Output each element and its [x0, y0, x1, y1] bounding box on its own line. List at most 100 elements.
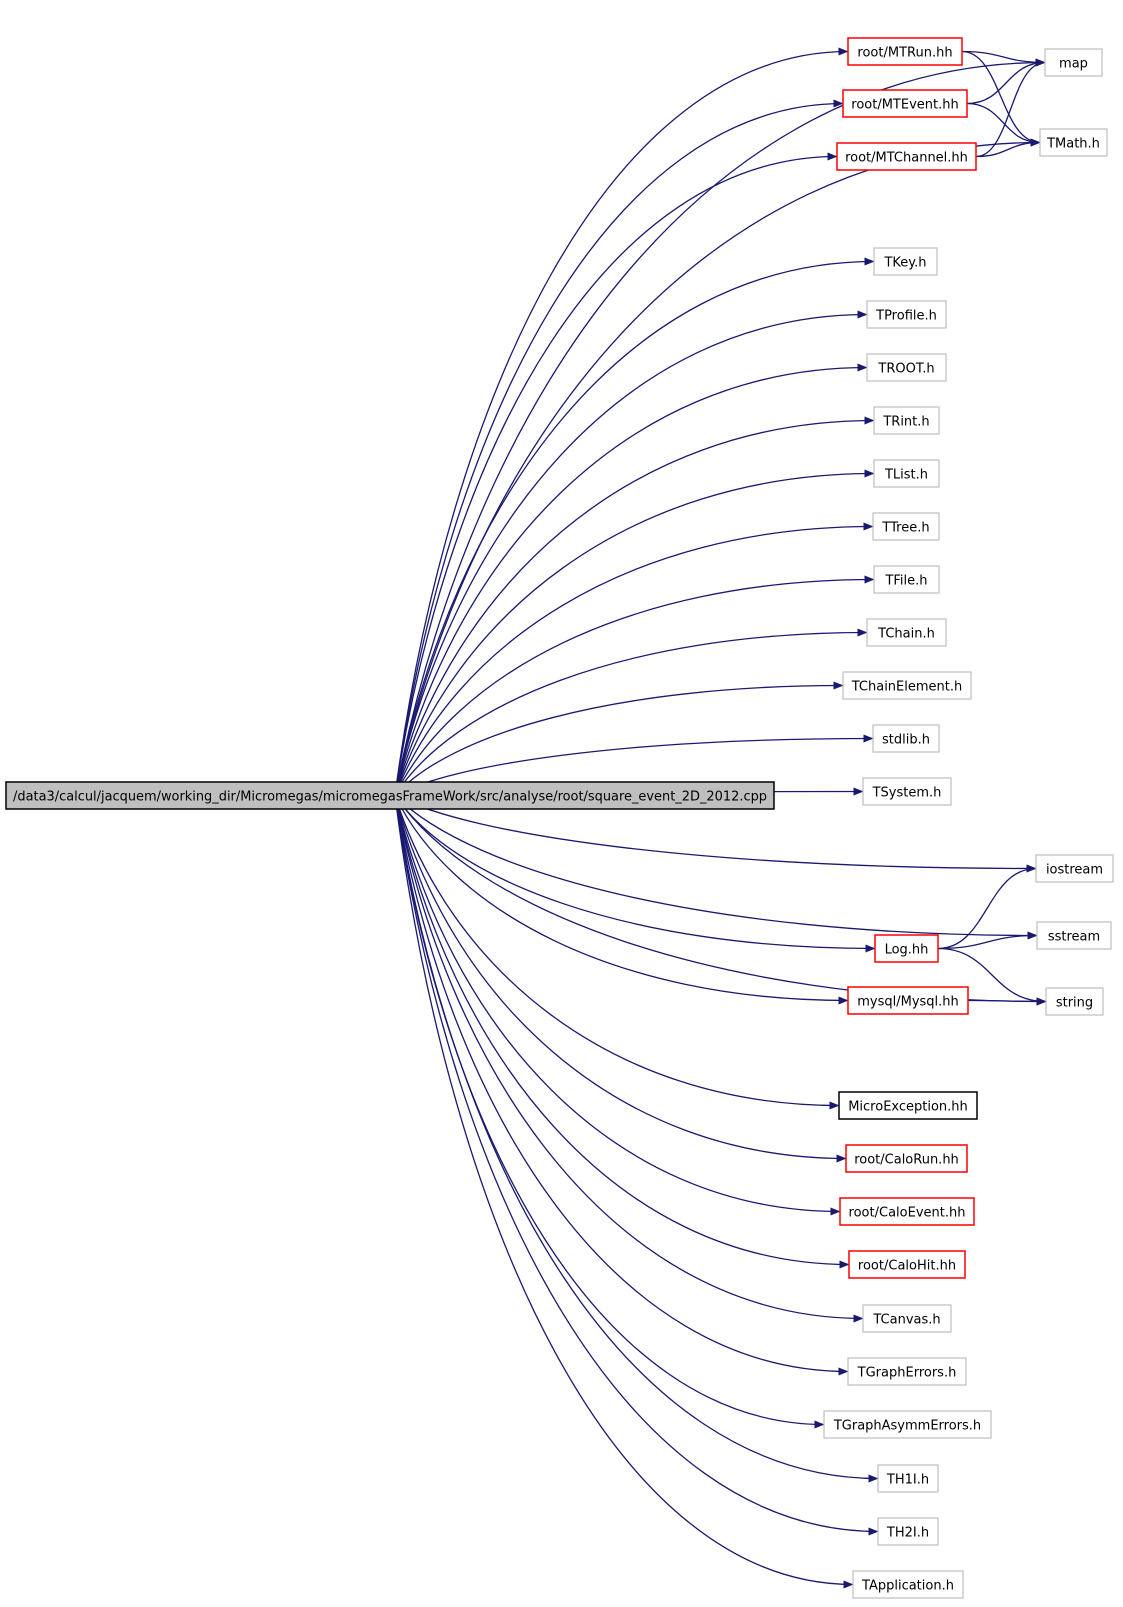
- edge-mtrun-to-map: [961, 50, 1046, 67]
- node-box: [877, 1517, 939, 1546]
- node-tmath: TMath.h: [1039, 128, 1108, 157]
- node-box: [1035, 854, 1114, 883]
- node-log[interactable]: Log.hh: [874, 934, 939, 963]
- node-label: TSystem.h: [872, 786, 942, 801]
- node-label: TRint.h: [882, 415, 929, 430]
- node-box: [877, 1464, 939, 1493]
- node-box: [866, 618, 947, 647]
- node-tchain: TChain.h: [866, 618, 947, 647]
- node-label: root/MTRun.hh: [857, 46, 952, 61]
- node-box: [839, 1197, 975, 1226]
- node-string: string: [1045, 987, 1104, 1016]
- node-box: [5, 781, 775, 810]
- root-file-node: /data3/calcul/jacquem/working_dir/Microm…: [5, 781, 775, 810]
- node-mtevent[interactable]: root/MTEvent.hh: [842, 89, 968, 118]
- edge-root-to-calorun: [394, 795, 847, 1163]
- edge-log-to-iostream: [937, 864, 1037, 950]
- edge-root-to-mtevent: [394, 99, 844, 796]
- node-label: MicroException.hh: [848, 1100, 968, 1115]
- node-label: TCanvas.h: [872, 1313, 940, 1328]
- node-label: TROOT.h: [877, 362, 934, 377]
- node-label: TGraphErrors.h: [857, 1366, 957, 1381]
- node-box: [847, 1357, 967, 1386]
- edge-layer: [394, 47, 1047, 1589]
- edge-root-to-th2i: [394, 795, 879, 1536]
- node-box: [873, 406, 940, 435]
- node-label: root/MTEvent.hh: [851, 98, 958, 113]
- node-caloevent[interactable]: root/CaloEvent.hh: [839, 1197, 975, 1226]
- node-label: TChainElement.h: [851, 680, 963, 695]
- node-ttree: TTree.h: [872, 512, 940, 541]
- edge-log-to-sstream: [937, 931, 1038, 950]
- node-stdlib: stdlib.h: [872, 724, 940, 753]
- edge-root-to-mysql: [394, 795, 849, 1005]
- node-th1i: TH1I.h: [877, 1464, 939, 1493]
- node-box: [1044, 48, 1103, 77]
- edge-root-to-tapp: [394, 795, 854, 1589]
- node-box: [847, 986, 969, 1015]
- node-map: map: [1044, 48, 1103, 77]
- node-tlist: TList.h: [873, 459, 940, 488]
- node-mtchannel[interactable]: root/MTChannel.hh: [836, 142, 977, 171]
- node-label: TList.h: [884, 468, 928, 483]
- node-mysql[interactable]: mysql/Mysql.hh: [847, 986, 969, 1015]
- node-box: [874, 934, 939, 963]
- node-box: [866, 300, 947, 329]
- node-label: TApplication.h: [861, 1579, 954, 1594]
- node-sstream: sstream: [1036, 921, 1112, 950]
- node-mtrun[interactable]: root/MTRun.hh: [847, 37, 963, 66]
- node-box: [873, 247, 938, 276]
- node-box: [866, 353, 947, 382]
- node-box: [873, 565, 940, 594]
- edge-root-to-tchainel: [394, 681, 844, 796]
- node-label: iostream: [1046, 863, 1103, 878]
- edge-root-to-calohit: [394, 795, 850, 1269]
- edge-root-to-tchain: [394, 628, 868, 796]
- node-tsystem: TSystem.h: [862, 777, 952, 806]
- edge-root-to-caloevent: [394, 795, 841, 1216]
- node-calohit[interactable]: root/CaloHit.hh: [848, 1250, 966, 1279]
- node-label: mysql/Mysql.hh: [857, 995, 959, 1010]
- edge-root-to-th1i: [394, 795, 879, 1483]
- node-calorun[interactable]: root/CaloRun.hh: [845, 1144, 968, 1173]
- edge-root-to-ttree: [394, 522, 874, 796]
- node-label: TProfile.h: [875, 309, 937, 324]
- node-label: TH2I.h: [886, 1526, 929, 1541]
- edge-root-to-microexc: [394, 795, 840, 1110]
- node-tchainel: TChainElement.h: [842, 671, 972, 700]
- node-box: [852, 1570, 964, 1599]
- node-box: [847, 37, 963, 66]
- node-label: stdlib.h: [882, 733, 930, 748]
- node-layer: /data3/calcul/jacquem/working_dir/Microm…: [5, 37, 1114, 1599]
- edge-root-to-mtrun: [394, 47, 849, 796]
- node-box: [823, 1410, 992, 1439]
- edge-mtchannel-to-tmath: [975, 138, 1041, 158]
- edge-root-to-sstream: [394, 795, 1038, 940]
- node-label: string: [1056, 996, 1093, 1011]
- node-label: /data3/calcul/jacquem/working_dir/Microm…: [13, 790, 767, 805]
- node-trint: TRint.h: [873, 406, 940, 435]
- edge-root-to-tprofile: [394, 310, 868, 796]
- node-label: sstream: [1048, 930, 1100, 945]
- node-tkey: TKey.h: [873, 247, 938, 276]
- node-box: [842, 89, 968, 118]
- node-box: [862, 777, 952, 806]
- edge-root-to-log: [394, 795, 876, 953]
- node-iostream: iostream: [1035, 854, 1114, 883]
- node-label: map: [1059, 57, 1088, 72]
- edge-root-to-tlist: [394, 469, 875, 796]
- node-label: TTree.h: [881, 521, 929, 536]
- node-box: [862, 1304, 952, 1333]
- node-troot: TROOT.h: [866, 353, 947, 382]
- node-box: [873, 459, 940, 488]
- node-box: [848, 1250, 966, 1279]
- node-label: Log.hh: [885, 943, 929, 958]
- node-label: TFile.h: [884, 574, 927, 589]
- node-box: [1039, 128, 1108, 157]
- edge-root-to-trint: [394, 416, 875, 796]
- node-box: [1036, 921, 1112, 950]
- edge-mtevent-to-map: [966, 58, 1046, 105]
- node-label: TGraphAsymmErrors.h: [833, 1419, 981, 1434]
- edge-root-to-tfile: [394, 575, 875, 796]
